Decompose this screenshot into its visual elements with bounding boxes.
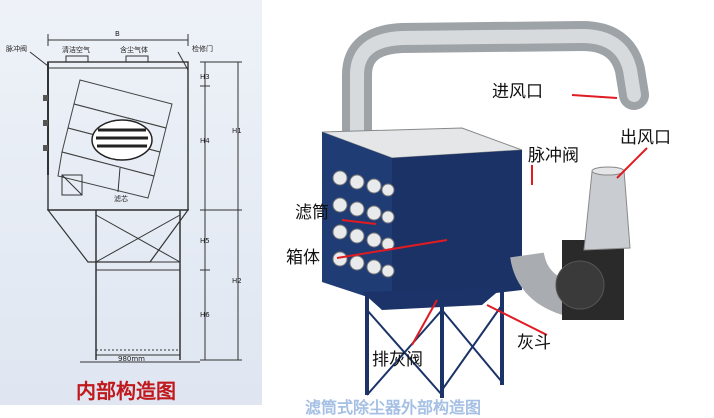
internal-structure-drawing: B 脉冲阀 清洁空气 含尘气体 检修门 滤芯 980mm H3 H4 H1 H5… (0, 0, 262, 405)
internal-structure-caption: 内部构造图 (76, 379, 176, 403)
dust-collector-illustration (321, 20, 649, 398)
housing-label: 箱体 (286, 248, 320, 268)
dim-h3: H3 (200, 73, 210, 81)
discharge-valve-label: 排灰阀 (372, 350, 423, 370)
pulse-valve-label: 脉冲阀 (528, 146, 579, 166)
dim-h2: H2 (232, 277, 242, 285)
width-text: 980mm (118, 355, 145, 363)
external-structure-photo: 进风口 出风口 脉冲阀 滤筒 箱体 排灰阀 灰斗 (262, 0, 714, 405)
filter-text: 滤芯 (114, 195, 128, 203)
dim-h1: H1 (232, 127, 242, 135)
dim-b-label: B (115, 30, 120, 38)
drawing-lines (29, 34, 242, 363)
clean-air-text: 清洁空气 (62, 46, 90, 54)
external-structure-caption: 滤筒式除尘器外部构造图 (305, 398, 482, 417)
dim-h4: H4 (200, 137, 210, 145)
inlet-label: 进风口 (492, 82, 543, 102)
outlet-label: 出风口 (620, 128, 671, 148)
dusty-air-text: 含尘气体 (120, 46, 148, 54)
access-door-text: 检修门 (192, 45, 213, 53)
pulse-valve-text: 脉冲阀 (6, 45, 27, 53)
hopper-label: 灰斗 (517, 333, 551, 353)
filter-cartridge-label: 滤筒 (295, 203, 329, 223)
dim-h6: H6 (200, 311, 210, 319)
dim-h5: H5 (200, 237, 210, 245)
